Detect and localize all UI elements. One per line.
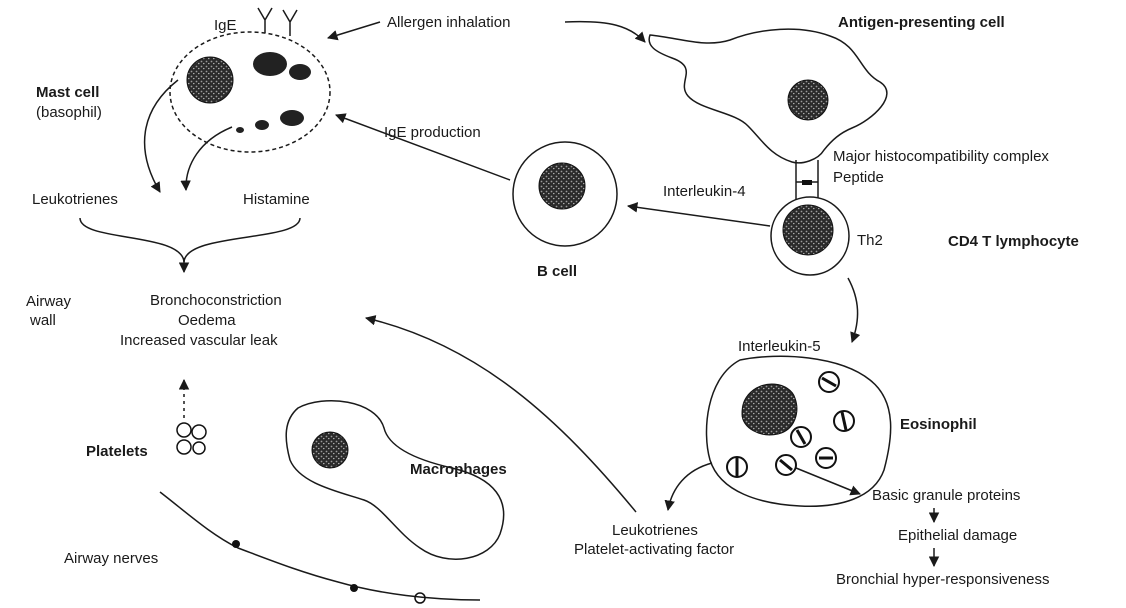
peptide-label: Peptide [833, 169, 884, 186]
mhc-label: Major histocompatibility complex [833, 148, 1049, 165]
cd4-label: CD4 T lymphocyte [948, 233, 1079, 250]
airway-nerves-label: Airway nerves [64, 550, 158, 567]
oedema-label: Oedema [178, 312, 236, 329]
paf-label: Platelet-activating factor [574, 541, 734, 558]
wall-label: wall [29, 312, 56, 329]
th2-cell [771, 197, 849, 275]
ige-label: IgE [214, 17, 237, 34]
converge-brace [80, 218, 300, 262]
eosinophil-cell [706, 356, 890, 506]
basophil-label: (basophil) [36, 104, 102, 121]
antigen-presenting-cell [649, 29, 887, 163]
antigen-presenting-cell-label: Antigen-presenting cell [838, 14, 1005, 31]
macrophage-cell [286, 401, 503, 559]
mast-cell [170, 32, 330, 152]
basic-granule-label: Basic granule proteins [872, 487, 1020, 504]
leukotrienes-eos-label: Leukotrienes [612, 522, 698, 539]
leukotrienes-label: Leukotrienes [32, 191, 118, 208]
bronchoconstriction-label: Bronchoconstriction [150, 292, 282, 309]
b-cell [513, 142, 617, 246]
macrophages-label: Macrophages [410, 461, 507, 478]
interleukin-4-label: Interleukin-4 [663, 183, 746, 200]
eosinophil-label: Eosinophil [900, 416, 977, 433]
mast-cell-label: Mast cell [36, 84, 99, 101]
hyperresponsiveness-label: Bronchial hyper-responsiveness [836, 571, 1049, 588]
airway-label: Airway [26, 293, 72, 310]
allergen-inhalation-label: Allergen inhalation [387, 14, 510, 31]
vascular-leak-label: Increased vascular leak [120, 332, 278, 349]
platelets-icon [177, 423, 206, 454]
histamine-label: Histamine [243, 191, 310, 208]
ige-antibody-icon [258, 8, 297, 36]
b-cell-label: B cell [537, 263, 577, 280]
epithelial-damage-label: Epithelial damage [898, 527, 1017, 544]
platelets-label: Platelets [86, 443, 148, 460]
mhc-peptide-complex [796, 160, 818, 200]
interleukin-5-label: Interleukin-5 [738, 338, 821, 355]
th2-label: Th2 [857, 232, 883, 249]
